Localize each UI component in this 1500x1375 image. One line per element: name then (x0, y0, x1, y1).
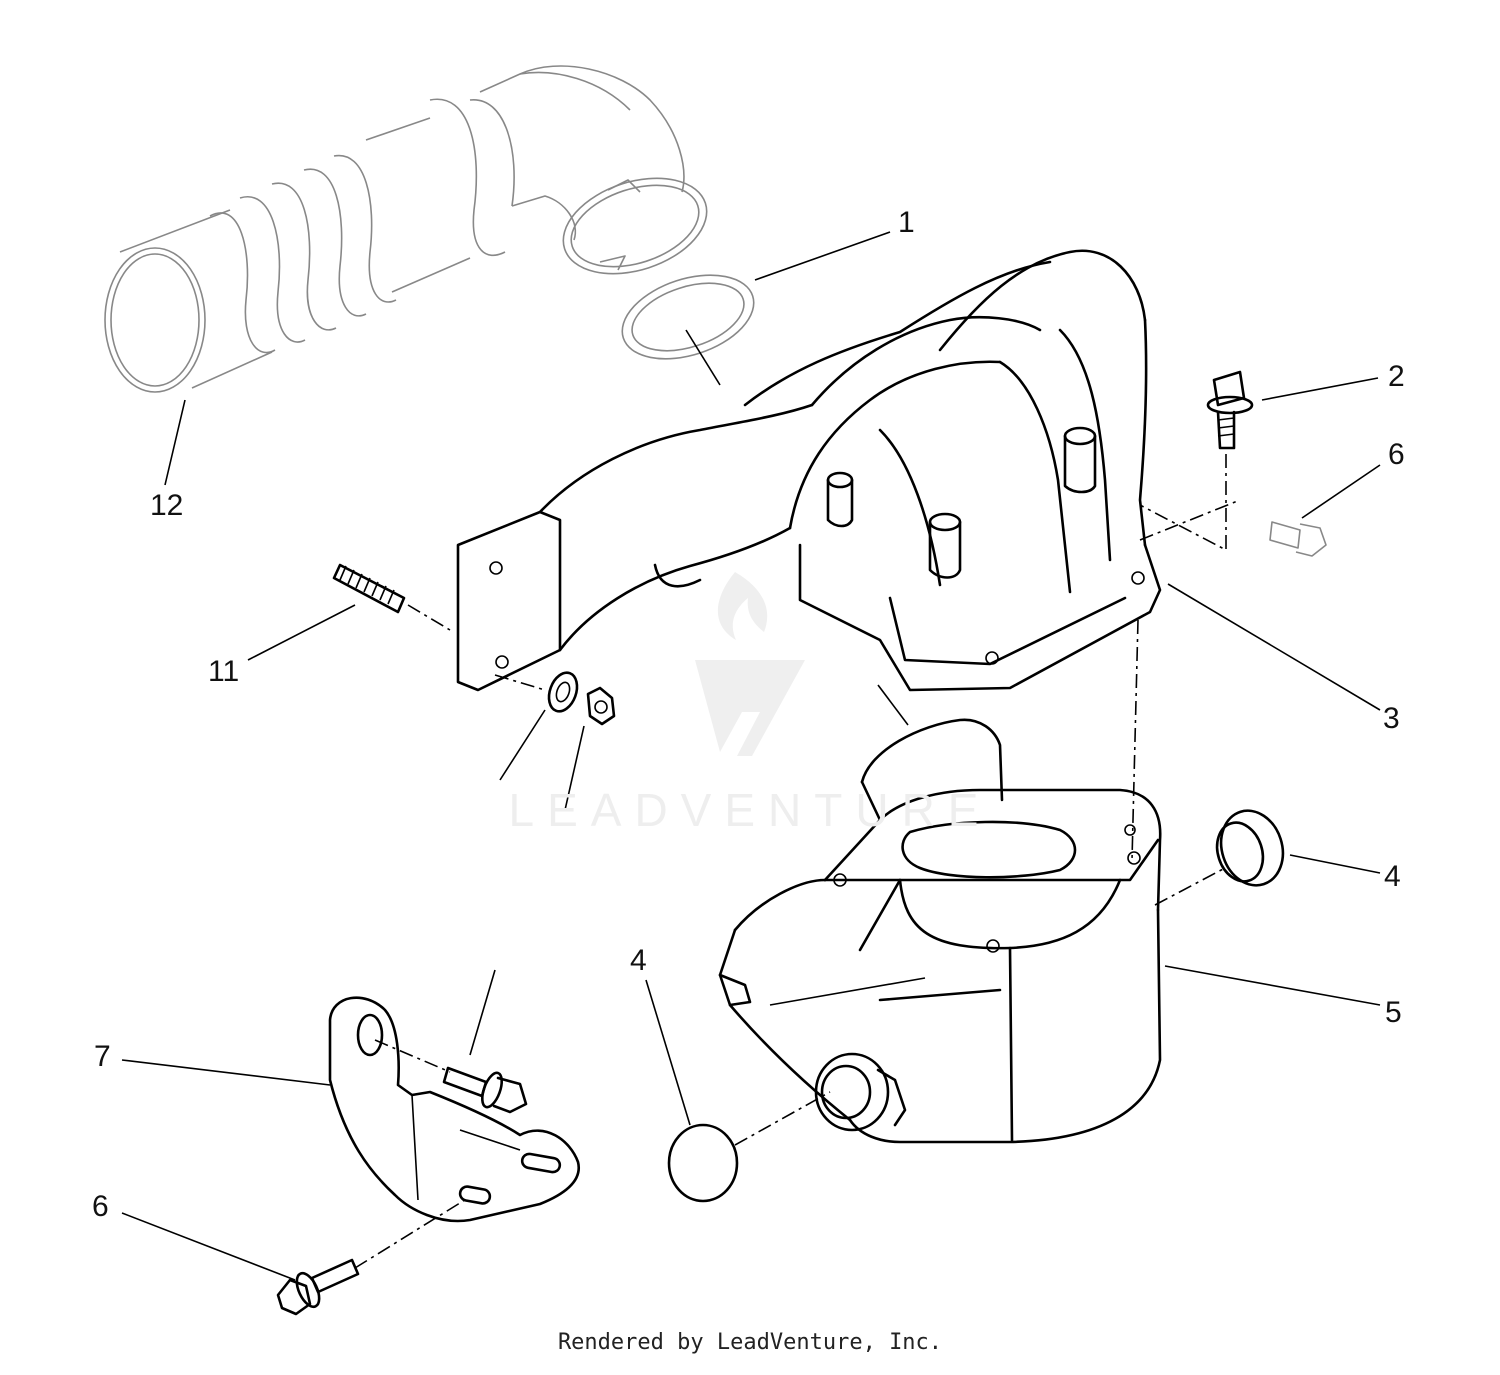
plug-cap-lower-icon (667, 1123, 739, 1203)
gasket-ring-icon (621, 274, 755, 360)
stud-icon (332, 563, 406, 614)
mounting-bracket-icon (328, 996, 581, 1223)
bracket-bolt-icon (442, 1066, 528, 1114)
callout-4-left[interactable]: 4 (630, 944, 647, 977)
hose-clamp-icon (562, 177, 708, 275)
watermark-logo-icon (695, 572, 805, 756)
watermark-text: LEADVENTURE (508, 784, 992, 836)
callout-5[interactable]: 5 (1385, 996, 1402, 1029)
callout-7[interactable]: 7 (94, 1040, 111, 1073)
intake-manifold-icon (456, 249, 1162, 692)
lock-washer-icon (547, 671, 579, 713)
hex-nut-icon (586, 686, 616, 726)
footer-credit: Rendered by LeadVenture, Inc. (557, 1330, 943, 1355)
callout-2[interactable]: 2 (1388, 360, 1405, 393)
callout-11[interactable]: 11 (208, 655, 240, 688)
intake-hose-icon (104, 65, 685, 393)
callout-6-lower[interactable]: 6 (92, 1190, 109, 1223)
flange-bolt-icon (1206, 370, 1254, 450)
callout-4-right[interactable]: 4 (1384, 860, 1401, 893)
callout-12[interactable]: 12 (150, 489, 184, 522)
callout-1[interactable]: 1 (898, 206, 915, 239)
air-box-housing-icon (718, 718, 1162, 1144)
leader-lines (121, 231, 1381, 1281)
plug-cap-icon (1215, 809, 1285, 887)
hex-bolt-icon (1269, 521, 1327, 557)
lower-flange-bolt-icon (276, 1258, 360, 1316)
callout-6-upper[interactable]: 6 (1388, 438, 1405, 471)
callout-3[interactable]: 3 (1383, 702, 1400, 735)
